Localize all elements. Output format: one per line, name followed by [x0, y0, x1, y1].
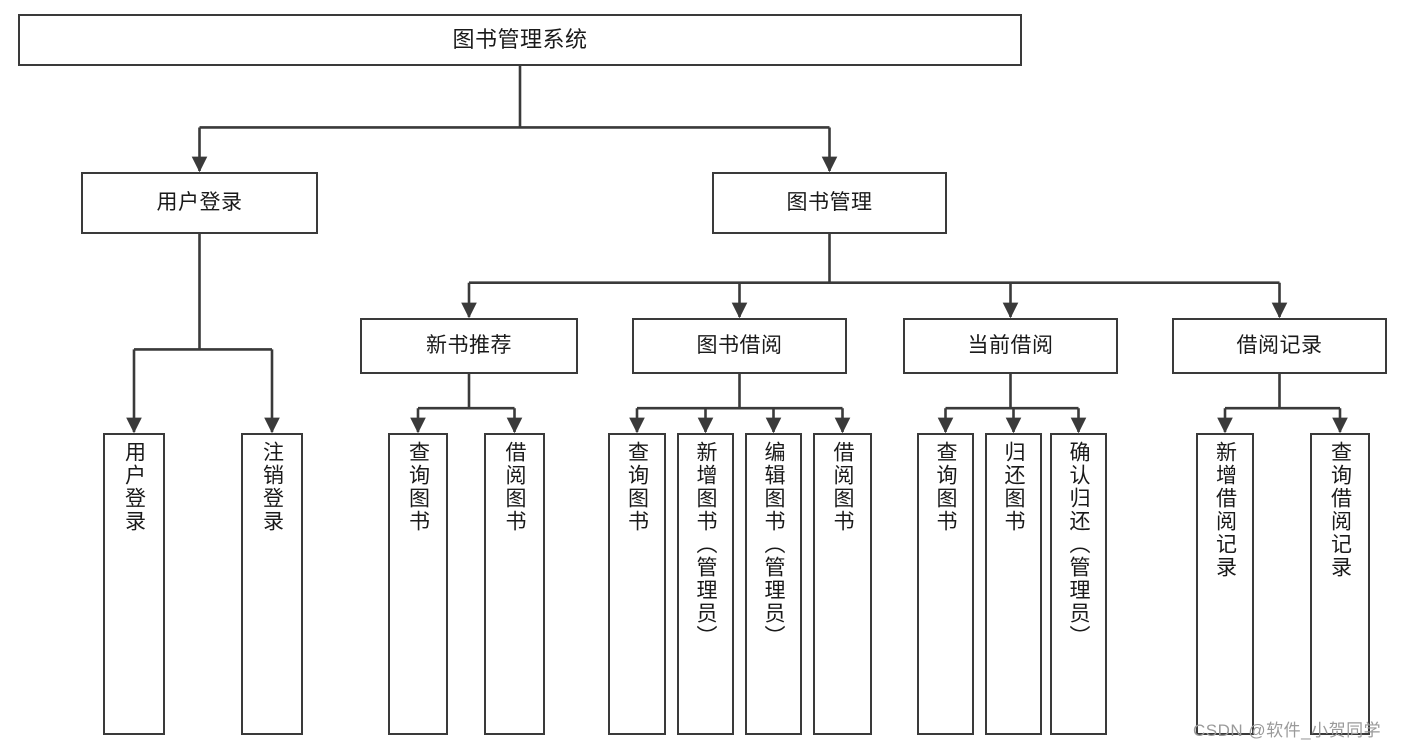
node-label: 编辑图书（管理员）	[762, 441, 786, 648]
node-user-login[interactable]: 用户登录	[81, 172, 318, 234]
node-leaf-current-confirm-return[interactable]: 确认归还（管理员）	[1050, 433, 1107, 735]
node-label: 新增借阅记录	[1213, 441, 1237, 579]
node-leaf-current-query-book[interactable]: 查询图书	[917, 433, 974, 735]
node-new-book-recommend[interactable]: 新书推荐	[360, 318, 578, 374]
node-leaf-user-logout[interactable]: 注销登录	[241, 433, 303, 735]
node-label: 借阅记录	[1236, 333, 1323, 357]
node-label: 查询图书	[406, 441, 430, 533]
node-leaf-record-add[interactable]: 新增借阅记录	[1196, 433, 1254, 735]
node-label: 注销登录	[260, 441, 284, 533]
node-leaf-current-return-book[interactable]: 归还图书	[985, 433, 1042, 735]
node-label: 查询图书	[625, 441, 649, 533]
node-label: 新书推荐	[426, 333, 512, 357]
node-label: 查询借阅记录	[1328, 441, 1352, 579]
node-leaf-new-query-book[interactable]: 查询图书	[388, 433, 448, 735]
node-label: 图书管理系统	[452, 27, 588, 53]
node-label: 借阅图书	[503, 441, 527, 533]
node-label: 用户登录	[122, 441, 146, 533]
node-label: 图书管理	[786, 190, 873, 214]
node-borrow-records[interactable]: 借阅记录	[1172, 318, 1387, 374]
node-label: 确认归还（管理员）	[1067, 441, 1091, 648]
node-label: 新增图书（管理员）	[694, 441, 718, 648]
node-leaf-new-borrow-book[interactable]: 借阅图书	[484, 433, 545, 735]
node-label: 借阅图书	[831, 441, 855, 533]
node-book-borrow[interactable]: 图书借阅	[632, 318, 847, 374]
node-leaf-borrow-edit-book[interactable]: 编辑图书（管理员）	[745, 433, 802, 735]
csdn-watermark: CSDN @软件_小贺同学	[1193, 721, 1382, 740]
node-leaf-user-login[interactable]: 用户登录	[103, 433, 165, 735]
node-label: 用户登录	[156, 190, 243, 214]
node-leaf-record-query[interactable]: 查询借阅记录	[1310, 433, 1370, 735]
node-leaf-borrow-borrow-book[interactable]: 借阅图书	[813, 433, 872, 735]
node-root-system[interactable]: 图书管理系统	[18, 14, 1022, 66]
node-label: 查询图书	[934, 441, 958, 533]
node-label: 当前借阅	[967, 333, 1054, 357]
node-leaf-borrow-add-book[interactable]: 新增图书（管理员）	[677, 433, 734, 735]
node-leaf-borrow-query-book[interactable]: 查询图书	[608, 433, 666, 735]
node-label: 图书借阅	[696, 333, 783, 357]
node-book-management[interactable]: 图书管理	[712, 172, 947, 234]
node-current-borrow[interactable]: 当前借阅	[903, 318, 1118, 374]
node-label: 归还图书	[1002, 441, 1026, 533]
